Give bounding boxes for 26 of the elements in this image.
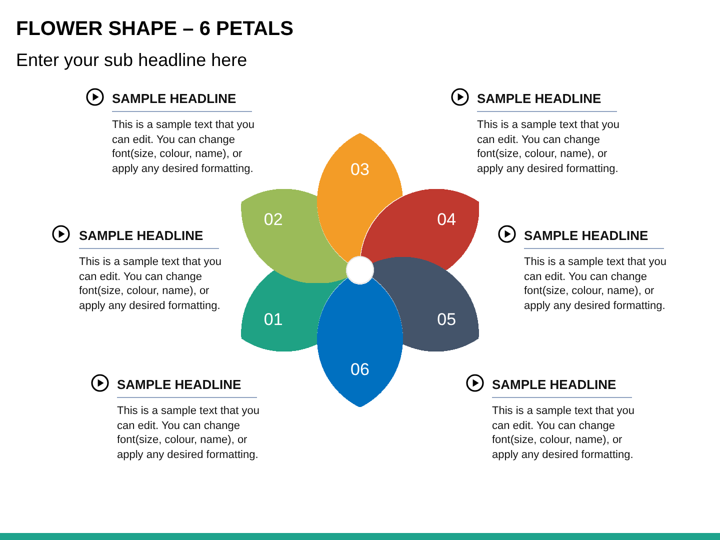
petal-shape <box>372 257 479 352</box>
petal-shape <box>241 270 348 352</box>
body-text: This is a sample text that you can edit. You can change font(size, colour, name), or apply any desired formatting. <box>477 118 620 176</box>
body-text: This is a sample text that you can edit. You can change font(size, colour, name), or apply any desired formatting. <box>112 118 256 176</box>
petal-number: 04 <box>437 210 456 230</box>
headline: SAMPLE HEADLINE <box>492 377 616 393</box>
petal-number: 06 <box>350 360 370 380</box>
headline: SAMPLE HEADLINE <box>117 377 242 393</box>
petal-shape <box>317 133 403 262</box>
headline: SAMPLE HEADLINE <box>477 91 602 107</box>
subtitle: Enter your sub headline here <box>16 49 248 71</box>
headline: SAMPLE HEADLINE <box>79 228 204 244</box>
petal-number: 01 <box>264 310 283 330</box>
body-text: This is a sample text that you can edit. You can change font(size, colour, name), or apply any desired formatting. <box>524 255 668 313</box>
petal-shape <box>241 188 348 283</box>
headline: SAMPLE HEADLINE <box>112 91 236 107</box>
headline: SAMPLE HEADLINE <box>524 228 648 244</box>
petal-shape <box>317 278 403 407</box>
title: FLOWER SHAPE – 6 PETALS <box>16 17 294 41</box>
petal-number: 05 <box>437 310 456 330</box>
body-text: This is a sample text that you can edit. You can change font(size, colour, name), or apply any desired formatting. <box>492 404 636 462</box>
body-text: This is a sample text that you can edit. You can change font(size, colour, name), or apply any desired formatting. <box>79 255 222 313</box>
petal-shape <box>360 188 479 270</box>
petal-number: 03 <box>350 160 370 180</box>
petal-number: 02 <box>264 210 283 230</box>
body-text: This is a sample text that you can edit. You can change font(size, colour, name), or apply any desired formatting. <box>117 404 260 462</box>
